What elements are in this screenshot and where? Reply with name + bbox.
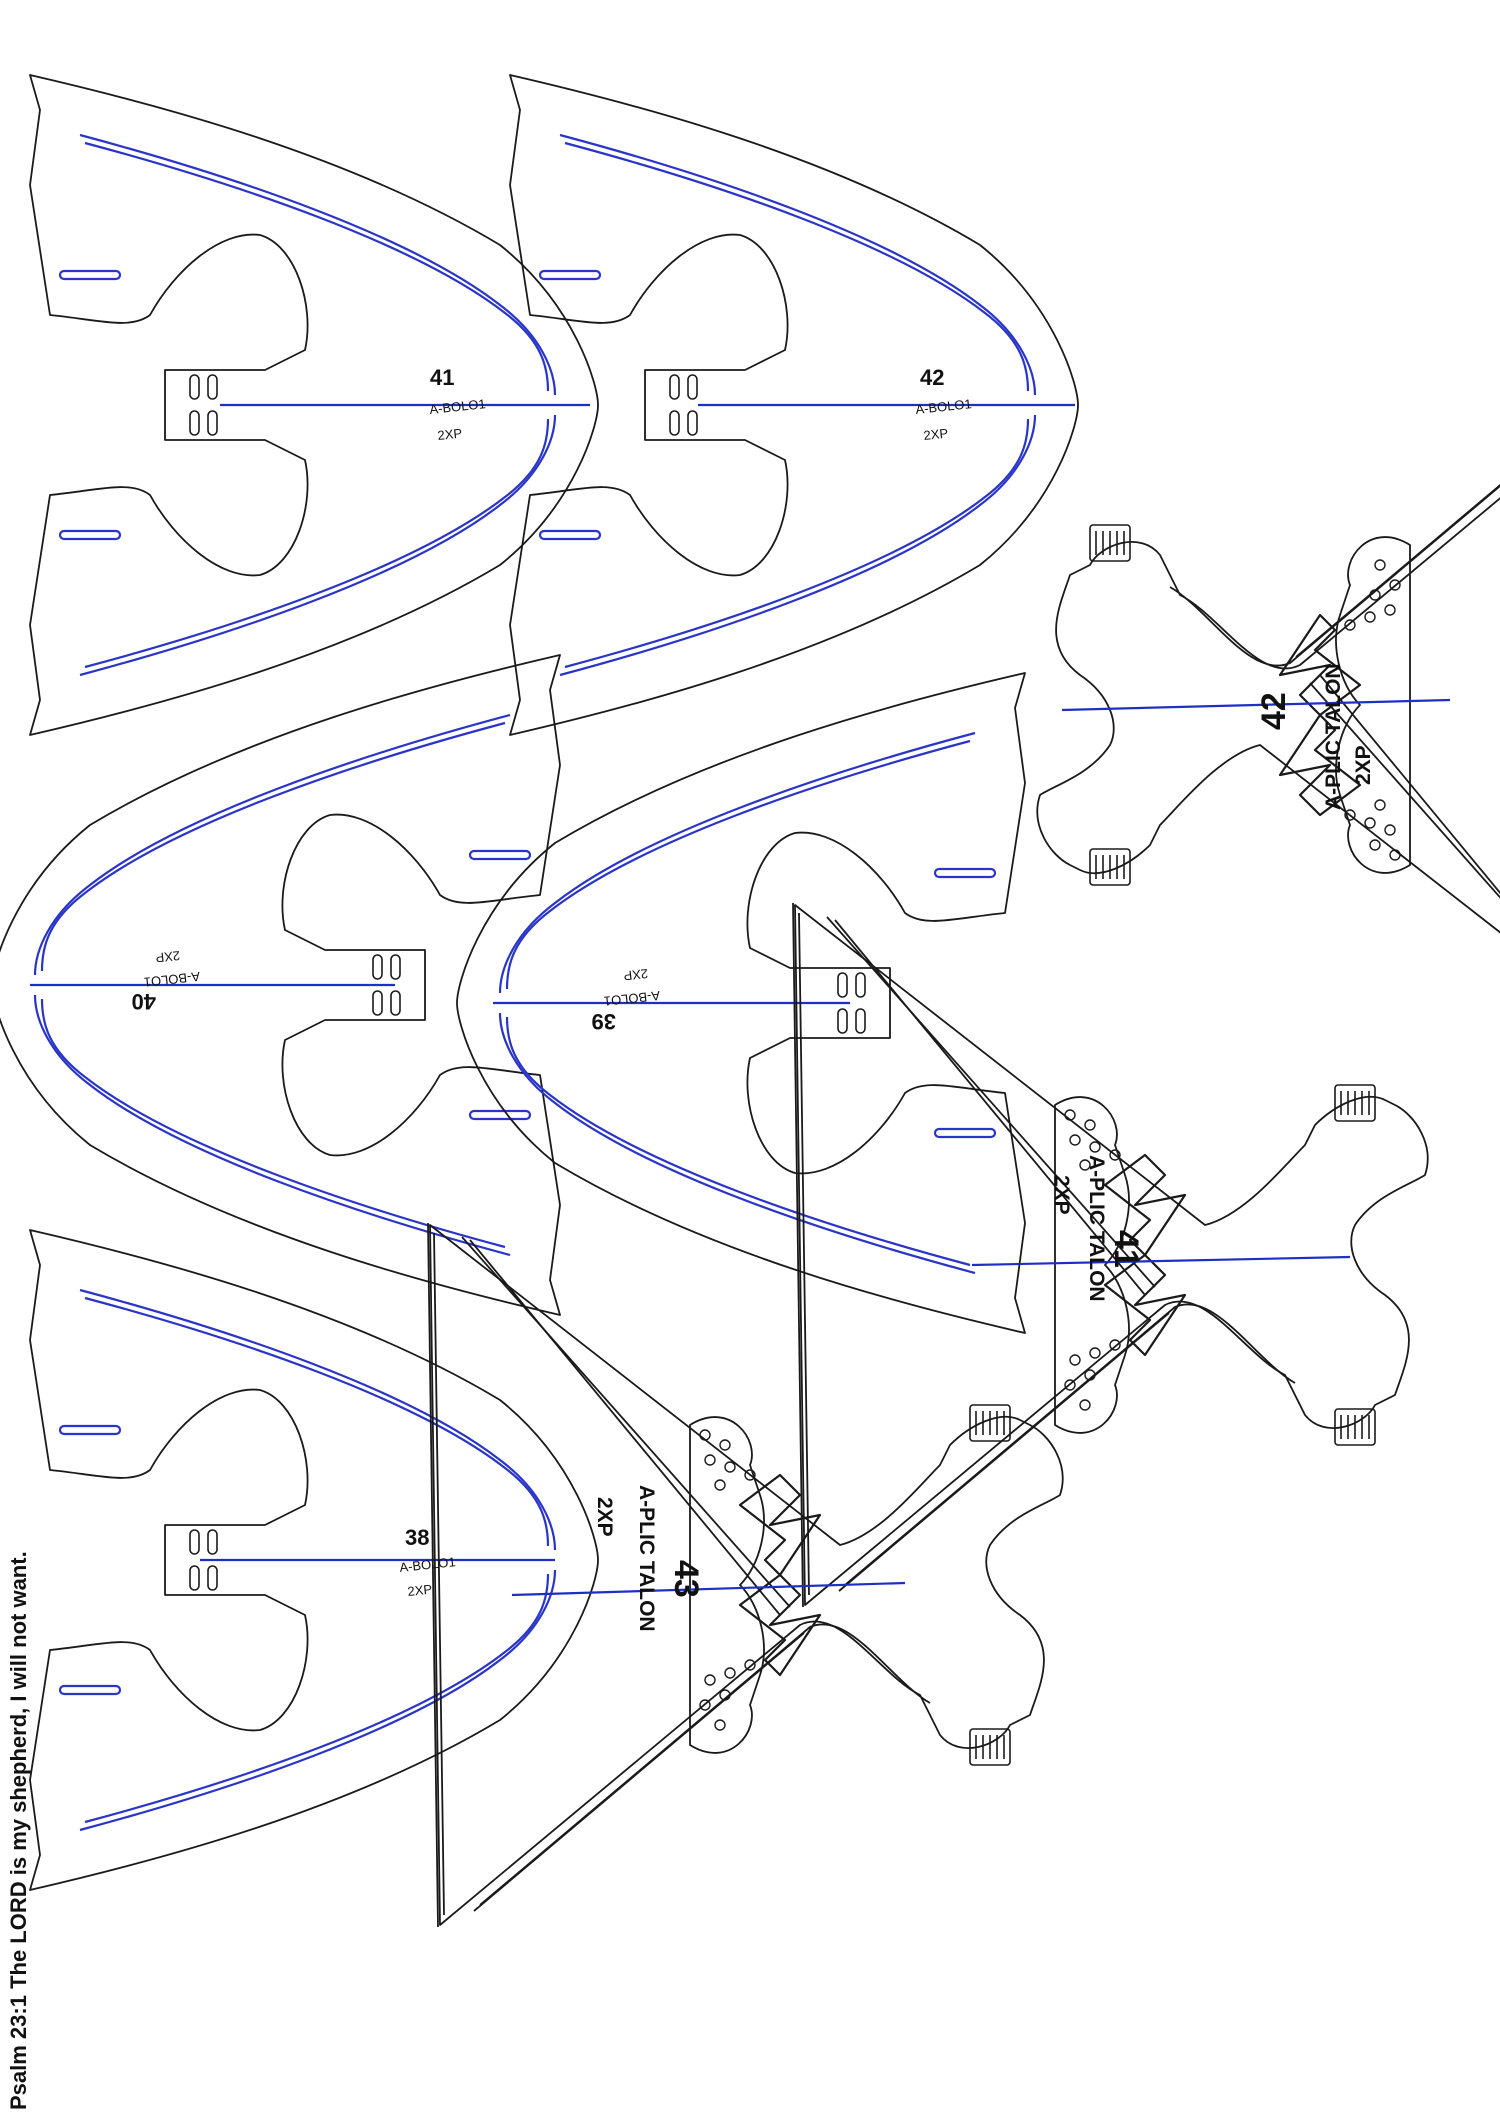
- talon-piece-43: 43 A-PLIC TALON 2XP: [426, 1221, 1064, 1929]
- piece-code: A-PLIC TALON: [1322, 663, 1345, 810]
- piece-qty: 2XP: [155, 948, 181, 965]
- piece-code: A-BOLO1: [429, 396, 487, 417]
- bolo-piece-38: 38 A-BOLO1 2XP: [28, 1228, 600, 1892]
- bolo-piece-39: 39 A-BOLO1 2XP: [455, 671, 1027, 1335]
- piece-number: 41: [1107, 1230, 1145, 1268]
- piece-code: A-PLIC TALON: [635, 1485, 658, 1632]
- bolo-piece-40: 40 A-BOLO1 2XP: [0, 653, 562, 1317]
- piece-qty: 2XP: [623, 966, 649, 983]
- talon-piece-42: 42 A-PLIC TALON 2XP: [1036, 361, 1500, 1069]
- piece-code: A-BOLO1: [915, 396, 973, 417]
- piece-number: 42: [920, 365, 944, 390]
- bolo-piece-42: 42 A-BOLO1 2XP: [508, 73, 1080, 737]
- piece-qty: 2XP: [437, 425, 463, 442]
- piece-number: 39: [592, 1009, 616, 1034]
- bolo-piece-41: 41 A-BOLO1 2XP: [28, 73, 600, 737]
- piece-qty: 2XP: [1352, 745, 1375, 785]
- piece-qty: 2XP: [923, 425, 949, 442]
- piece-number: 38: [405, 1525, 429, 1550]
- piece-code: A-BOLO1: [399, 1554, 457, 1575]
- piece-code: A-BOLO1: [143, 969, 201, 990]
- piece-number: 41: [430, 365, 454, 390]
- piece-number: 42: [1255, 692, 1293, 730]
- footer-verse: Psalm 23:1 The LORD is my shepherd, I wi…: [6, 1551, 31, 2110]
- piece-code: A-BOLO1: [603, 988, 661, 1009]
- piece-number: 40: [132, 989, 156, 1014]
- piece-number: 43: [667, 1560, 705, 1598]
- piece-code: A-PLIC TALON: [1085, 1155, 1108, 1302]
- piece-qty: 2XP: [1050, 1175, 1073, 1215]
- piece-qty: 2XP: [407, 1581, 433, 1598]
- talon-piece-41: 41 A-PLIC TALON 2XP: [791, 901, 1429, 1609]
- piece-qty: 2XP: [593, 1497, 616, 1537]
